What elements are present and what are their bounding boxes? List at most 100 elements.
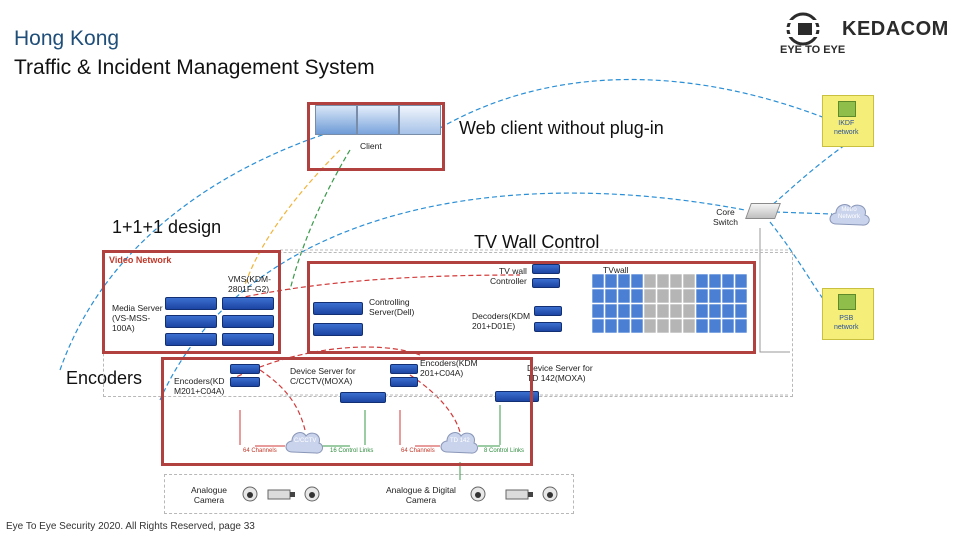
kedacom-logo: KEDACOM EYE TO EYE	[780, 12, 950, 62]
tv-wall-monitor	[708, 318, 722, 334]
td-cloud	[440, 432, 479, 454]
tv-wall-monitor	[643, 274, 657, 289]
decoders-label: Decoders(KDM 201+D01E)	[472, 311, 531, 331]
metro-network-label: Metro Network	[838, 207, 861, 220]
link-core-metro	[774, 211, 833, 215]
analogue-digital-label: Analogue & Digital Camera	[386, 485, 456, 505]
decoder-2	[534, 322, 562, 332]
media-server-1	[165, 315, 217, 328]
left-channels-label: 64 Channels	[243, 448, 277, 454]
tv-wall-monitor	[617, 288, 631, 304]
tv-wall-monitor	[669, 288, 683, 304]
tv-wall-monitor	[592, 288, 605, 304]
vms-server-2	[222, 297, 274, 310]
analogue-camera-label: Analogue Camera	[191, 485, 227, 505]
page-title-line1: Hong Kong	[14, 27, 120, 50]
metro-network-cloud	[829, 204, 870, 226]
tv-wall-monitor	[656, 318, 670, 334]
tv-wall-monitor	[617, 303, 631, 319]
tv-wall-monitor	[695, 288, 709, 304]
tv-wall-monitor	[695, 318, 709, 334]
callout-design: 1+1+1 design	[112, 217, 222, 237]
tv-wall-monitor	[682, 274, 696, 289]
tv-wall-controller-2	[532, 278, 560, 288]
tv-wall-monitor	[669, 274, 683, 289]
encoders-right-label: Encoders(KDM 201+C04A)	[420, 358, 478, 378]
psb-network-label: PSB network	[834, 315, 859, 331]
media-server-4	[165, 333, 217, 346]
highlight-encoders	[161, 357, 533, 466]
tv-wall-monitor	[643, 303, 657, 319]
video-network-label: Video Network	[109, 255, 172, 265]
device-server-cctv-label: Device Server for C/CCTV(MOXA)	[290, 366, 356, 386]
media-server-label: Media Server (VS-MSS- 100A)	[112, 303, 163, 333]
tv-wall-monitor	[708, 274, 722, 289]
tv-wall-monitor	[630, 288, 644, 304]
td-cloud-label: TD 142	[450, 438, 470, 444]
camera-icons-left	[242, 486, 320, 502]
tv-wall-monitor	[682, 288, 696, 304]
tv-wall-monitor	[734, 318, 748, 334]
tv-wall-monitor	[604, 288, 618, 304]
tv-wall-monitor	[708, 288, 722, 304]
tv-wall-monitor	[695, 274, 709, 289]
highlight-design	[102, 250, 281, 354]
tv-wall-monitor	[643, 318, 657, 334]
ikdf-network-label: IKDF network	[834, 120, 859, 136]
tv-wall-monitor	[604, 303, 618, 319]
tv-wall-monitor	[682, 303, 696, 319]
bus-line-right	[759, 228, 790, 353]
vms-label: VMS(KDM- 2801F-G2)	[228, 274, 271, 294]
tv-wall-monitor	[669, 318, 683, 334]
client-monitor-1	[315, 105, 357, 135]
page-title-line2: Traffic & Incident Management System	[14, 56, 375, 79]
device-server-cctv	[340, 392, 386, 403]
tv-wall-monitor	[695, 303, 709, 319]
tv-wall-monitor	[630, 274, 644, 289]
highlight-tv-wall	[307, 261, 756, 354]
link-ikdf-core	[771, 144, 846, 206]
vms-server-1	[165, 297, 217, 310]
logo-brand: KEDACOM	[842, 18, 949, 40]
tv-wall-controller-label: TV wall Controller	[490, 266, 527, 286]
callout-tv-wall-control: TV Wall Control	[474, 232, 600, 252]
tv-wall-monitor	[617, 318, 631, 334]
encoders-left-label: Encoders(KD M201+C04A)	[174, 376, 225, 396]
tv-wall-grid	[592, 274, 748, 334]
encoder-left-2	[230, 377, 260, 387]
right-channels-label: 64 Channels	[401, 448, 435, 454]
device-server-td-label: Device Server for TD 142(MOXA)	[527, 363, 593, 383]
tv-wall-monitor	[592, 303, 605, 319]
client-label: Client	[360, 141, 382, 151]
media-server-3	[222, 333, 274, 346]
tv-wall-monitor	[643, 288, 657, 304]
link-client-orange	[244, 149, 341, 286]
highlight-web-client	[307, 102, 445, 171]
client-screens	[315, 105, 441, 135]
footer-copyright: Eye To Eye Security 2020. All Rights Res…	[6, 521, 255, 532]
tv-wall-monitor	[734, 288, 748, 304]
tv-wall-controller-1	[532, 264, 560, 274]
decoder-1	[534, 306, 562, 316]
tv-wall-monitor	[604, 274, 618, 289]
device-server-td	[495, 391, 539, 402]
callout-encoders: Encoders	[66, 368, 143, 388]
tv-wall-monitor	[708, 303, 722, 319]
link-red-1	[229, 274, 521, 301]
tv-wall-monitor	[592, 318, 605, 334]
callout-web-client: Web client without plug-in	[459, 118, 664, 138]
tv-wall-monitor	[721, 303, 735, 319]
camera-icons-right	[470, 486, 558, 502]
logo-tagline: EYE TO EYE	[780, 44, 846, 56]
tv-wall-monitor	[604, 318, 618, 334]
tv-wall-monitor	[656, 303, 670, 319]
tv-wall-monitor	[630, 303, 644, 319]
box-camera-icon-2	[505, 489, 529, 500]
psb-network-icon	[838, 294, 856, 310]
core-switch	[745, 203, 781, 219]
tv-wall-monitor	[734, 274, 748, 289]
link-encoder-core	[159, 192, 746, 401]
tv-wall-monitor	[669, 303, 683, 319]
box-camera-icon	[267, 489, 291, 500]
cctv-cloud-label: C/CCTV	[294, 438, 317, 444]
